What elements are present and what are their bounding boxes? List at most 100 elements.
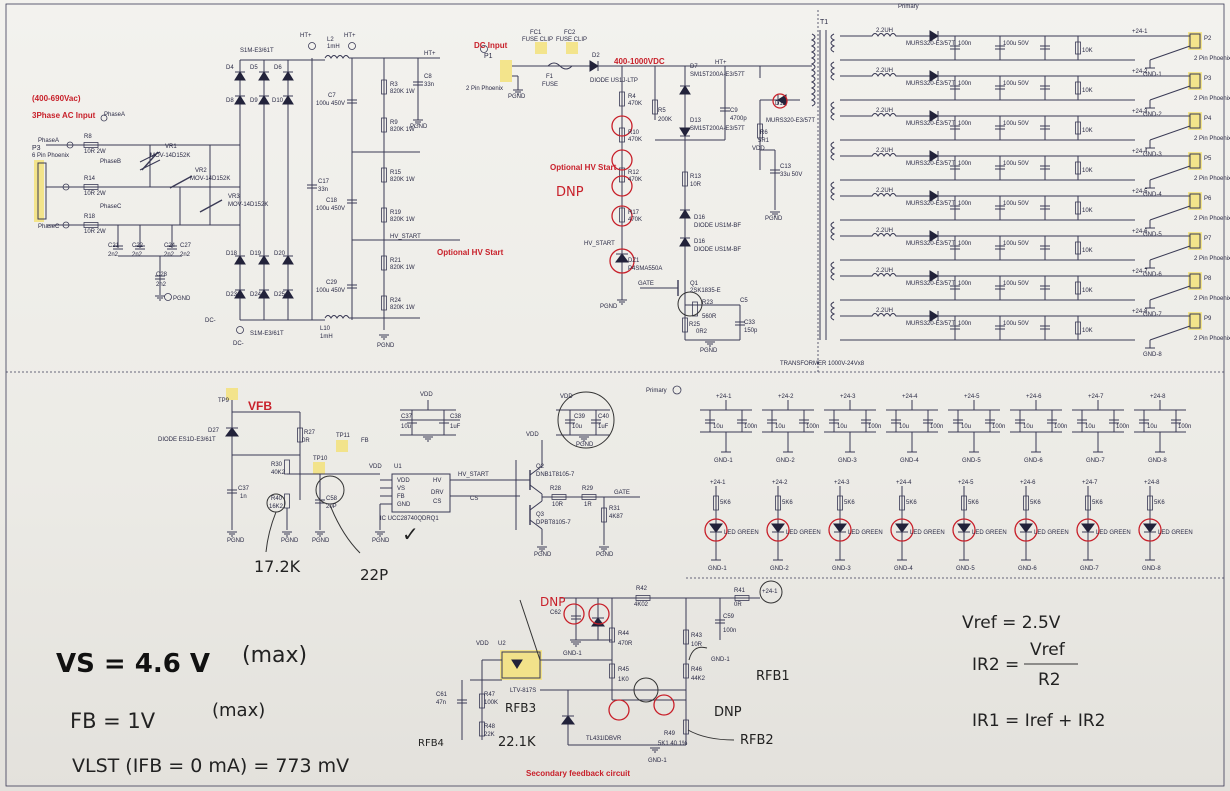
c40-value: 1uF <box>598 424 609 430</box>
fc2-label: FC2 <box>564 30 576 36</box>
pin-hv: HV <box>433 478 441 484</box>
c62-label: C62 <box>550 610 562 616</box>
led-icon <box>1081 523 1095 533</box>
phase-a-label: PhaseA <box>104 112 125 118</box>
r6-value: 5R1 <box>758 138 770 144</box>
pgnd-label-13: PGND <box>596 552 614 558</box>
pin-gnd: GND <box>397 502 411 508</box>
c33-value: 150p <box>744 328 758 334</box>
pgnd-label-12: PGND <box>534 552 552 558</box>
connector-label: P5 <box>1204 156 1212 162</box>
tp10-label: TP10 <box>313 456 328 462</box>
r28-value: 10R <box>552 502 564 508</box>
rectifier-diode <box>929 70 939 82</box>
rail-label: +24-6 <box>1020 480 1036 486</box>
rail-label: +24-2 <box>1132 69 1148 75</box>
rail-label: +24-6 <box>1132 229 1148 235</box>
c17-value: 33n <box>318 187 328 193</box>
gnd-label: GND-8 <box>1148 458 1167 464</box>
r49-value: 5K1 40 1% <box>658 741 688 747</box>
pin-fb: FB <box>397 494 405 500</box>
connector-label: P2 <box>1204 36 1212 42</box>
vr1-value: MOV-14D152K <box>150 153 190 159</box>
c37b-label: C37 <box>401 414 413 420</box>
r5-label: R5 <box>658 108 666 114</box>
pgnd-label-11: PGND <box>372 538 390 544</box>
ir2-note: IR2 = <box>972 655 1019 675</box>
led-value: LED GREEN <box>1158 530 1193 536</box>
vdd-label-6: VDD <box>476 641 489 647</box>
gnd-label: GND-2 <box>770 566 789 572</box>
r48-label: R48 <box>484 724 496 730</box>
gnd-label: GND-6 <box>1024 458 1043 464</box>
gate-label-2: GATE <box>614 490 630 496</box>
vr2-label: VR2 <box>195 168 207 174</box>
q2-label: Q2 <box>536 464 545 470</box>
gnd-label: GND-6 <box>1143 272 1162 278</box>
res-value: 5K6 <box>720 500 731 506</box>
connector-label: P3 <box>1204 76 1212 82</box>
r25-value: 0R2 <box>696 329 708 335</box>
r10-label: R10 <box>628 130 640 136</box>
transformer-label: TRANSFORMER 1000V-24Vx8 <box>780 361 865 367</box>
r31-value: 4K87 <box>609 514 624 520</box>
res-value: 10K <box>1082 168 1093 174</box>
res-value: 5K6 <box>968 500 979 506</box>
res-value: 10K <box>1082 48 1093 54</box>
d2-label: D2 <box>592 53 600 59</box>
ac-input-title: 3Phase AC Input <box>32 111 96 120</box>
d16b-value: DIODE US1M-BF <box>694 247 741 253</box>
c24-value: 2n2 <box>164 252 175 258</box>
d10-label: D10 <box>272 98 284 104</box>
cap-value: 100n <box>958 41 971 47</box>
gnd-label: GND-8 <box>1142 566 1161 572</box>
vdd-label-3: VDD <box>420 392 433 398</box>
fc1-value: FUSE CLIP <box>522 37 553 43</box>
c37b-value: 10u <box>401 424 411 430</box>
gnd1-label-1: GND-1 <box>563 651 582 657</box>
rectifier-diode <box>929 230 939 242</box>
r13-label: R13 <box>690 174 702 180</box>
connector-type: 2 Pin Phoenix <box>1194 96 1230 102</box>
rail-label: +24-7 <box>1132 269 1148 275</box>
ht-plus-label-1: HT+ <box>300 33 312 39</box>
rail-label: +24-6 <box>1026 394 1042 400</box>
primary-label-mid: Primary <box>646 388 667 394</box>
r47-value: 100K <box>484 700 498 706</box>
dz1-value: P4SMA550A <box>628 266 662 272</box>
led-icon <box>771 523 785 533</box>
phase-a-label-2: PhaseA <box>38 138 59 144</box>
ht-plus-label-2: HT+ <box>344 33 356 39</box>
connector-type: 2 Pin Phoenix <box>1194 256 1230 262</box>
cap-value: 10u <box>775 424 785 430</box>
cap-value: 100n <box>744 424 757 430</box>
rail-label: +24-7 <box>1088 394 1104 400</box>
fb-paren: (max) <box>212 700 265 721</box>
rectifier-diode <box>929 30 939 42</box>
c58-note: 22P <box>360 566 388 584</box>
vs-max-note: VS = 4.6 V <box>56 649 210 679</box>
c21-label: C21 <box>108 243 120 249</box>
pgnd-label-3: PGND <box>377 343 395 349</box>
cap-value: 100n <box>1116 424 1129 430</box>
bridge-top-label: S1M-E3/61T <box>240 48 274 54</box>
fb-label: FB <box>361 438 369 444</box>
r43-label: R43 <box>691 633 703 639</box>
r46-value: 44K2 <box>691 676 706 682</box>
rail-label: +24-3 <box>840 394 856 400</box>
cap-value: 100n <box>958 201 971 207</box>
c37-label: C37 <box>238 486 250 492</box>
rail-label: +24-4 <box>1132 149 1148 155</box>
connector-type: 2 Pin Phoenix <box>1194 176 1230 182</box>
cap-value: 100n <box>1178 424 1191 430</box>
q1-label: Q1 <box>690 281 699 287</box>
v22k-note: 22.1K <box>498 735 536 750</box>
r27-value: 0R <box>302 438 310 444</box>
c21-value: 2n2 <box>108 252 119 258</box>
d25-label: D25 <box>274 292 286 298</box>
r17-value: 470K <box>628 217 642 223</box>
r46-label: R46 <box>691 667 703 673</box>
